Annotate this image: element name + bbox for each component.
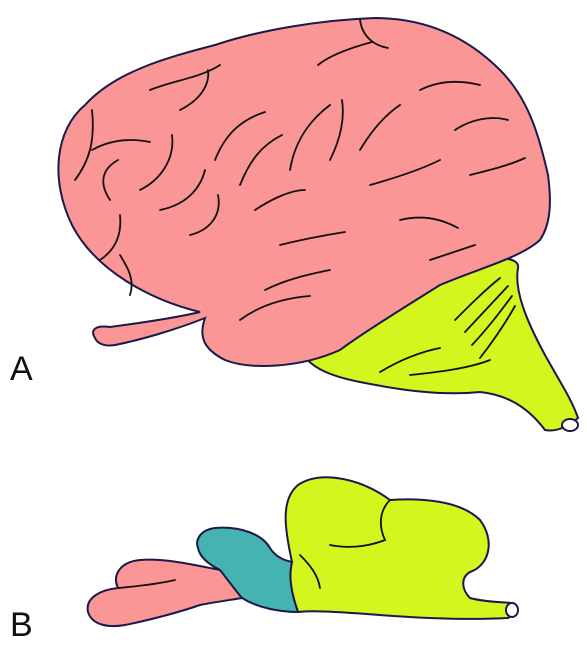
panel-label-b: B [10, 608, 33, 642]
spinal-cord-end [506, 603, 518, 617]
adult-brain [58, 18, 578, 431]
embryonic-brain [88, 477, 518, 626]
panel-label-a: A [10, 352, 33, 386]
brainstem-end [562, 419, 578, 431]
hindbrain-vesicle [286, 477, 514, 618]
forebrain-vesicle [88, 560, 242, 626]
